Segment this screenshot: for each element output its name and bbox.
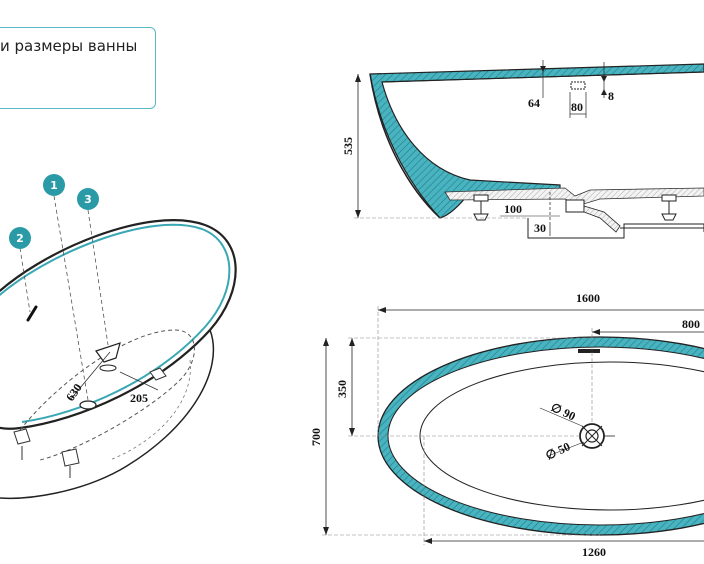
badge-2-label: 2 [16,232,24,245]
badge-3: 3 [77,188,99,210]
side-dim-535: 535 [341,137,355,155]
badge-2: 2 [9,227,31,249]
page-title: и размеры ванны [0,37,138,55]
side-dim-80: 80 [571,100,583,114]
top-dim-1260: 1260 [582,545,606,559]
side-dim-100: 100 [504,202,522,216]
badge-1-label: 1 [50,179,58,192]
top-dim-350: 350 [335,380,349,398]
top-dim-1600: 1600 [576,291,600,305]
side-view: 535 64 80 8 100 30 [341,60,704,239]
side-dim-30: 30 [534,221,546,235]
top-dim-800: 800 [682,317,700,331]
badge-1: 1 [43,174,65,196]
badge-3-label: 3 [84,193,92,206]
iso-dim-205: 205 [130,391,148,405]
top-dim-700: 700 [309,428,323,446]
side-dim-8: 8 [608,89,614,103]
side-dim-64: 64 [528,96,540,110]
title-box [0,27,156,109]
iso-dim-630: 630 [63,381,85,404]
iso-view: 630 205 [0,195,237,500]
top-view: ∅ 90 ∅ 50 1600 800 350 700 1260 [309,291,704,559]
